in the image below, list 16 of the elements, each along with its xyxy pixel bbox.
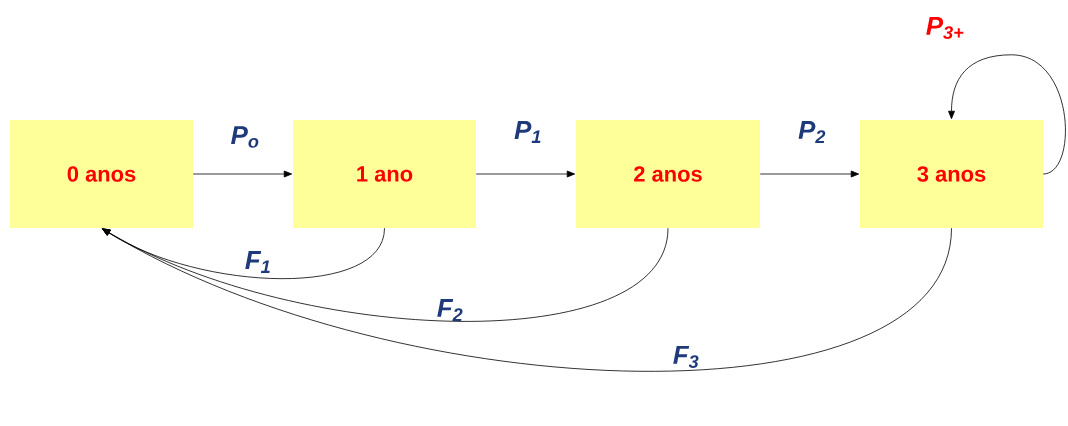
age-box: 0 anos (10, 120, 193, 228)
edge-label: F$_{1}$ (245, 251, 270, 273)
edge-label: F$_{2}$ (437, 299, 463, 321)
arrow (102, 227, 952, 372)
edge-label: F$_{3}$ (673, 345, 699, 369)
age-box: 1 ano (293, 120, 476, 228)
age-box: 2 anos (576, 120, 760, 228)
edge-label: P$_{1}$ (514, 121, 541, 143)
edge-label: P$_{2}$ (798, 121, 826, 143)
arrow (475, 170, 576, 178)
edge-label: P$_{o}$ (231, 126, 259, 148)
edge-label: P$_{3+}$ (926, 16, 964, 40)
arrow (759, 170, 860, 178)
age-box: 3 anos (860, 120, 1043, 228)
arrow (948, 54, 1066, 175)
arrow (192, 170, 293, 178)
